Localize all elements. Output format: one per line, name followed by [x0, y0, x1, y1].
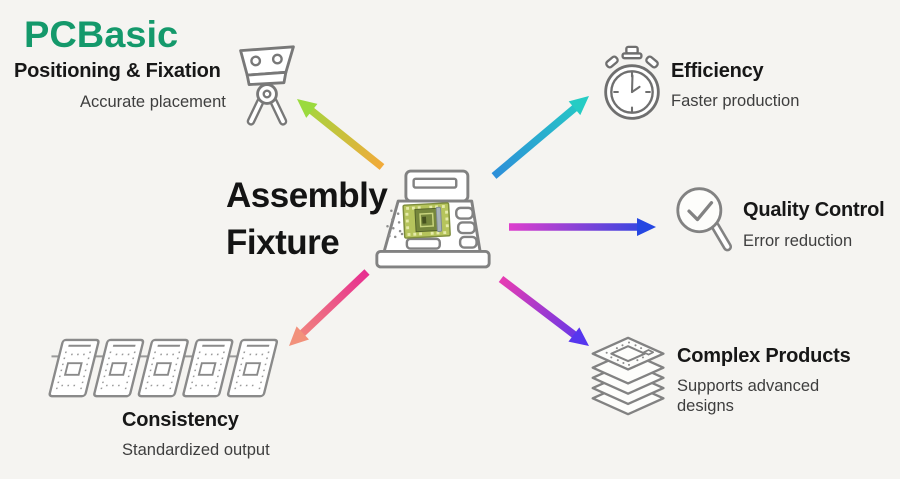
center-title: Assembly Fixture	[226, 172, 388, 266]
pcbasic-logo: PCBasic	[24, 14, 179, 56]
center-title-line1: Assembly	[226, 176, 388, 215]
complex-products-subtitle: Supports advanced designs	[677, 377, 820, 416]
efficiency-title: Efficiency	[671, 60, 764, 82]
positioning-fixation-subtitle: Accurate placement	[80, 93, 226, 111]
arrow-to-complex	[498, 276, 589, 346]
arrow-to-efficiency	[491, 96, 589, 179]
complex-products-title: Complex Products	[677, 345, 851, 367]
stopwatch-icon	[599, 45, 665, 129]
arrow-to-consistency	[289, 269, 370, 346]
center-title-line2: Fixture	[226, 223, 340, 262]
pcb-panel-row-icon	[47, 337, 279, 406]
arrow-to-quality	[509, 218, 656, 236]
efficiency-subtitle: Faster production	[671, 92, 800, 110]
quality-control-title: Quality Control	[743, 199, 885, 221]
quality-control-subtitle: Error reduction	[743, 232, 853, 250]
clamp-fixture-icon	[233, 44, 301, 132]
consistency-title: Consistency	[122, 409, 239, 431]
assembly-machine-icon	[372, 168, 494, 276]
arrow-to-positioning	[297, 99, 385, 170]
positioning-fixation-title: Positioning & Fixation	[14, 60, 221, 82]
stacked-boards-icon	[589, 334, 669, 423]
consistency-subtitle: Standardized output	[122, 441, 270, 459]
magnifier-check-icon	[673, 184, 735, 262]
